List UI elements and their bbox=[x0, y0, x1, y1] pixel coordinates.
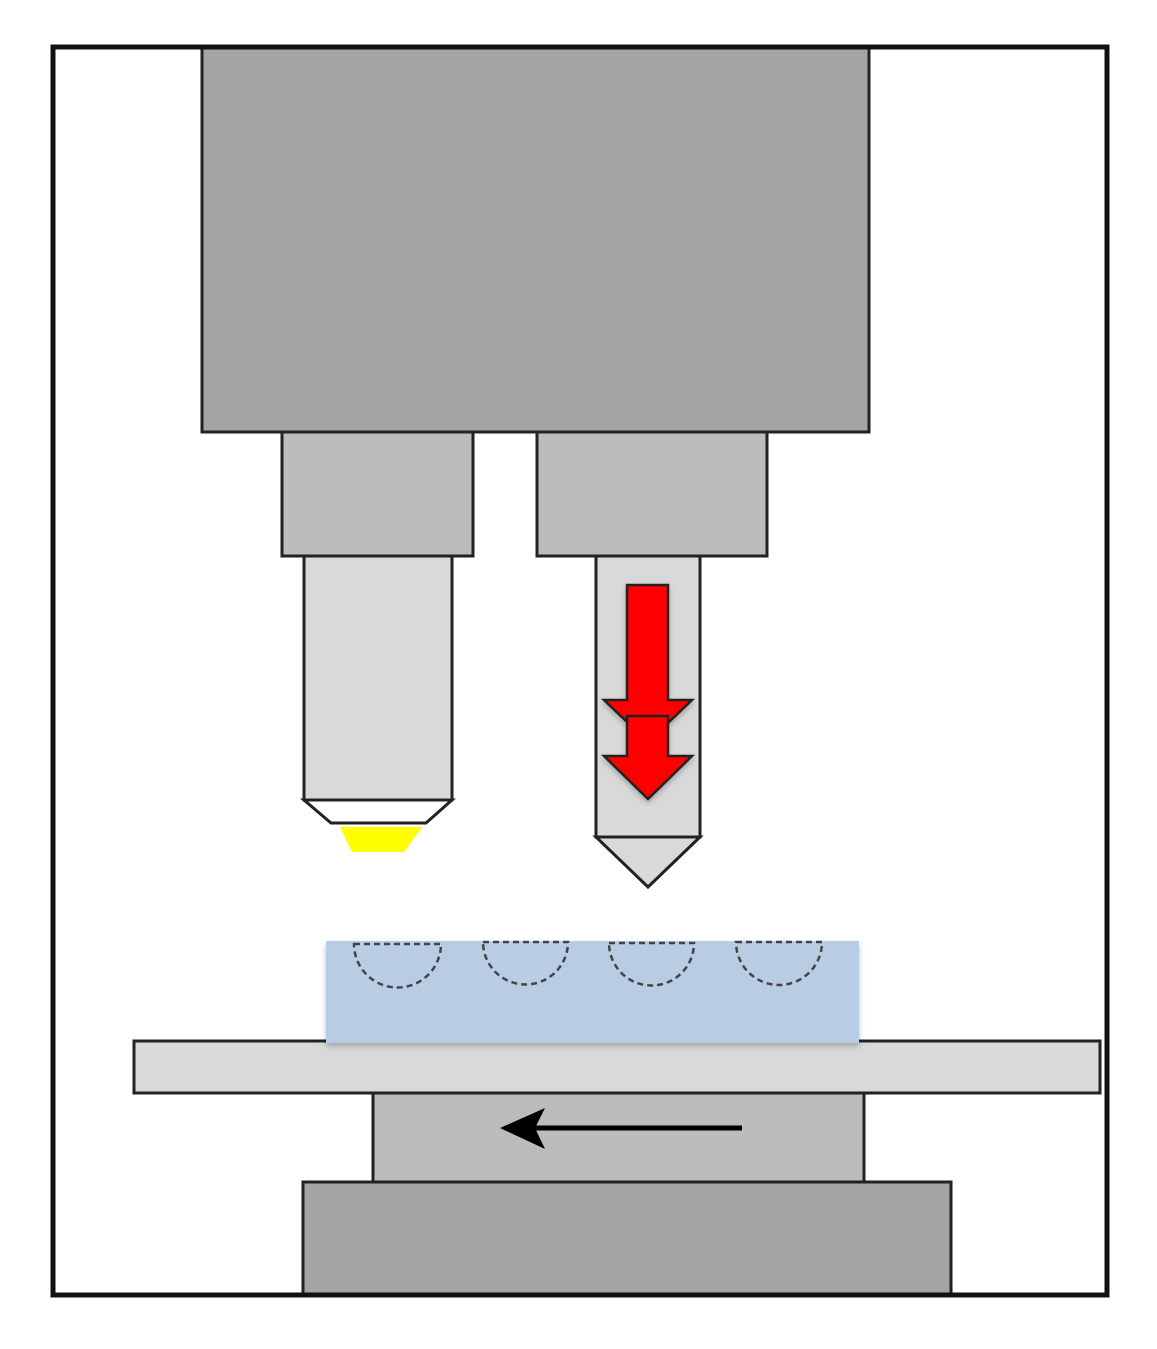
indent-mark bbox=[734, 940, 824, 987]
probe-tip bbox=[299, 798, 456, 825]
left-arrow-icon bbox=[500, 1108, 742, 1149]
head-block bbox=[200, 45, 871, 434]
probe-light bbox=[340, 827, 422, 852]
stage-plate bbox=[132, 1039, 1102, 1095]
indenter-holder bbox=[535, 430, 769, 558]
stage-carriage bbox=[371, 1091, 866, 1184]
indenter-tip bbox=[592, 835, 704, 890]
probe-holder bbox=[280, 430, 475, 558]
indenter bbox=[535, 430, 769, 890]
indent-mark bbox=[352, 942, 443, 989]
probe-body bbox=[302, 554, 454, 802]
sample bbox=[326, 940, 859, 1043]
sample-block bbox=[326, 941, 859, 1043]
base-block bbox=[301, 1180, 953, 1297]
optical-probe bbox=[280, 430, 475, 852]
diagram-frame-edge bbox=[50, 44, 1110, 1298]
down-arrow-icon bbox=[600, 583, 696, 801]
